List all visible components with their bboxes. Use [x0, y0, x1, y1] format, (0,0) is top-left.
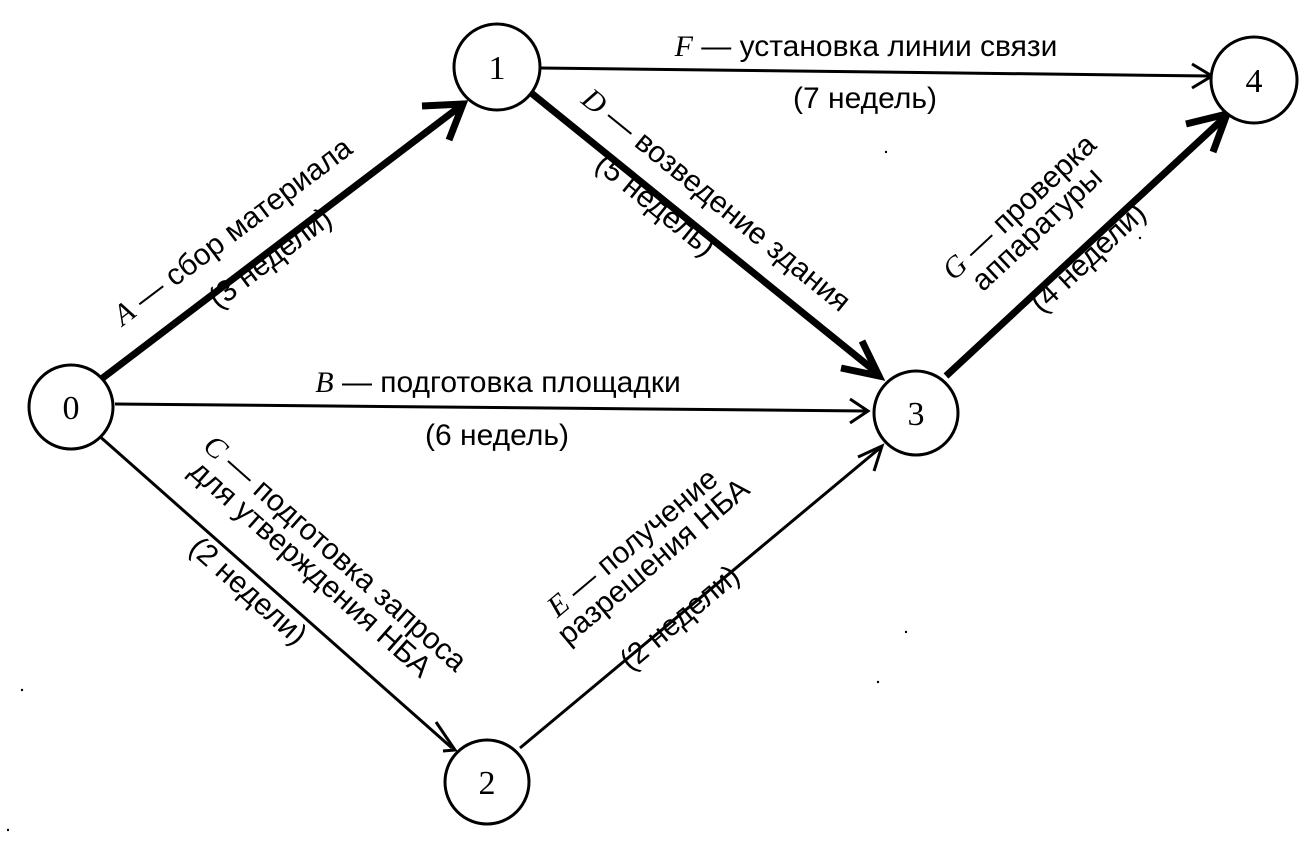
node-1-label: 1 [489, 50, 506, 87]
edge-g-labels: G — проверка аппаратуры (4 недели) [936, 128, 1153, 320]
edge-e [519, 443, 885, 750]
edge-b-task-label: B — подготовка площадки [315, 366, 680, 399]
edge-d [527, 89, 886, 381]
edge-c-labels: C — подготовка запроса для утверждения Н… [183, 429, 473, 685]
edge-d-task-label: D — возведение здания [575, 81, 857, 318]
node-3-label: 3 [908, 396, 925, 433]
edge-d-labels: D — возведение здания (5 недель) [575, 81, 857, 318]
edge-a [97, 100, 469, 383]
edge-f-task-label: F — установка линии связи [674, 30, 1058, 63]
scan-specks [6, 150, 1142, 832]
edge-b-duration-label: (6 недель) [425, 419, 569, 452]
node-2: 2 [443, 738, 531, 826]
edge-c-task-label: C — подготовка запроса [197, 429, 473, 679]
edge-b-labels: B — подготовка площадки (6 недель) [315, 366, 680, 452]
node-2-label: 2 [479, 765, 496, 802]
node-0-label: 0 [63, 390, 80, 427]
edge-b [114, 397, 871, 425]
node-1: 1 [452, 22, 542, 112]
edge-f-labels: F — установка линии связи (7 недель) [674, 30, 1058, 115]
edge-c [96, 432, 458, 753]
edge-f-duration-label: (7 недель) [793, 82, 937, 115]
node-3: 3 [872, 369, 960, 457]
node-4-label: 4 [1246, 63, 1263, 100]
edge-a-labels: A — сбор материала (3 недели) [105, 131, 358, 333]
node-0: 0 [27, 363, 115, 451]
edge-e-labels: E — получение разрешения НБА (2 недели) [540, 462, 756, 677]
node-4: 4 [1209, 35, 1299, 125]
